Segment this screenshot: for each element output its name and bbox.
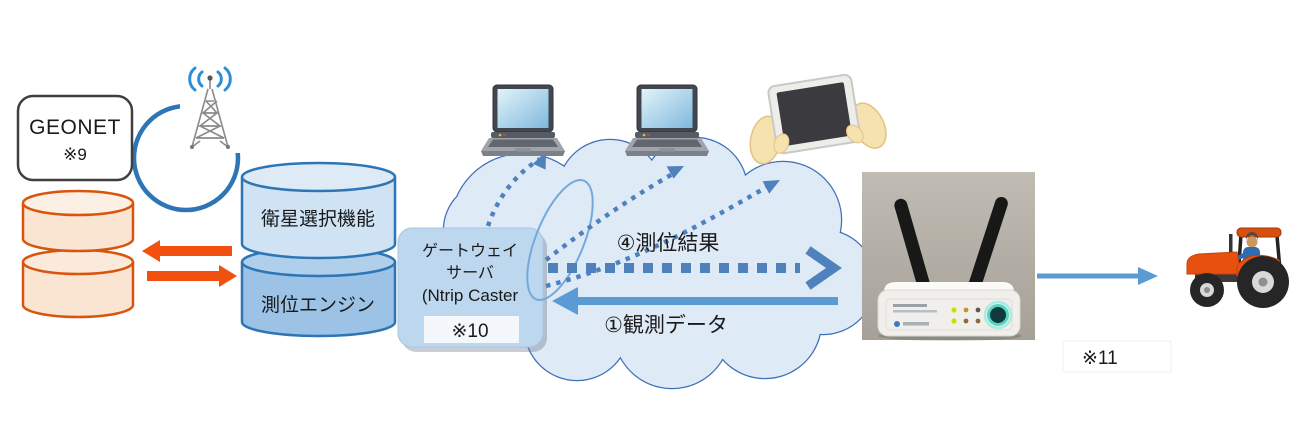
receiver-to-tractor-arrowhead	[1138, 267, 1158, 285]
cab-roof	[1236, 227, 1282, 238]
satellite-selection-label: 衛星選択機能	[261, 208, 375, 230]
analysis-db-icon: 衛星選択機能 測位エンジン	[240, 161, 397, 338]
gateway-server-box: ゲートウェイ サーバ (Ntrip Caster ※10	[397, 227, 547, 352]
laptop-icon-2	[624, 84, 710, 157]
tractor-icon	[1186, 227, 1289, 308]
gateway-line2: サーバ	[446, 265, 494, 282]
radio-waves	[188, 66, 232, 92]
dotted-arrows	[485, 157, 842, 290]
tablet-screen	[776, 82, 852, 146]
antenna-right	[964, 196, 1008, 304]
exhaust-pipe	[1229, 234, 1233, 256]
antenna-left	[894, 198, 934, 304]
gateway-note: ※10	[451, 321, 488, 342]
solid-arrows	[552, 267, 1158, 315]
status-leds	[951, 307, 981, 324]
positioning-engine-label: 測位エンジン	[261, 294, 375, 316]
gateway-line1: ゲートウェイ	[422, 242, 518, 260]
gnss-receiver-photo	[862, 172, 1035, 341]
gateway-note-strip	[424, 316, 519, 343]
distribution-loop	[526, 178, 594, 302]
geonet-box: GEONET ※9	[16, 94, 134, 182]
geonet-note: ※9	[63, 145, 87, 164]
dotted-arrow-to-laptop2	[544, 170, 678, 262]
model-label-bar	[893, 304, 927, 307]
radio-tower-icon	[180, 66, 240, 153]
arrow-left-orange	[142, 240, 232, 262]
geonet-label: GEONET	[29, 116, 121, 139]
dotted-arrow-to-tablet	[545, 182, 774, 289]
right-thumb	[846, 124, 864, 144]
laptop-icon-1	[480, 84, 566, 157]
left-thumb	[773, 133, 790, 154]
arrow-right-orange	[147, 265, 237, 287]
hood	[1186, 251, 1242, 275]
dotted-arrow-to-laptop1	[485, 157, 542, 227]
result-arrow-label: ④測位結果	[617, 232, 720, 255]
gateway-line3: (Ntrip Caster	[422, 286, 519, 305]
receiver-note-box: ※11	[1062, 340, 1172, 373]
observation-arrow-label: ①観測データ	[604, 314, 728, 337]
geonet-datastore-icon	[21, 189, 135, 319]
vendor-logo-mark	[894, 321, 900, 327]
tablet-in-hands-icon	[749, 73, 887, 165]
result-arrowhead	[805, 246, 842, 290]
dotted-arrowheads	[532, 152, 780, 194]
driver-head	[1246, 236, 1258, 248]
receiver-note: ※11	[1082, 348, 1118, 369]
power-button	[987, 304, 1009, 326]
observation-arrowhead	[552, 287, 578, 315]
